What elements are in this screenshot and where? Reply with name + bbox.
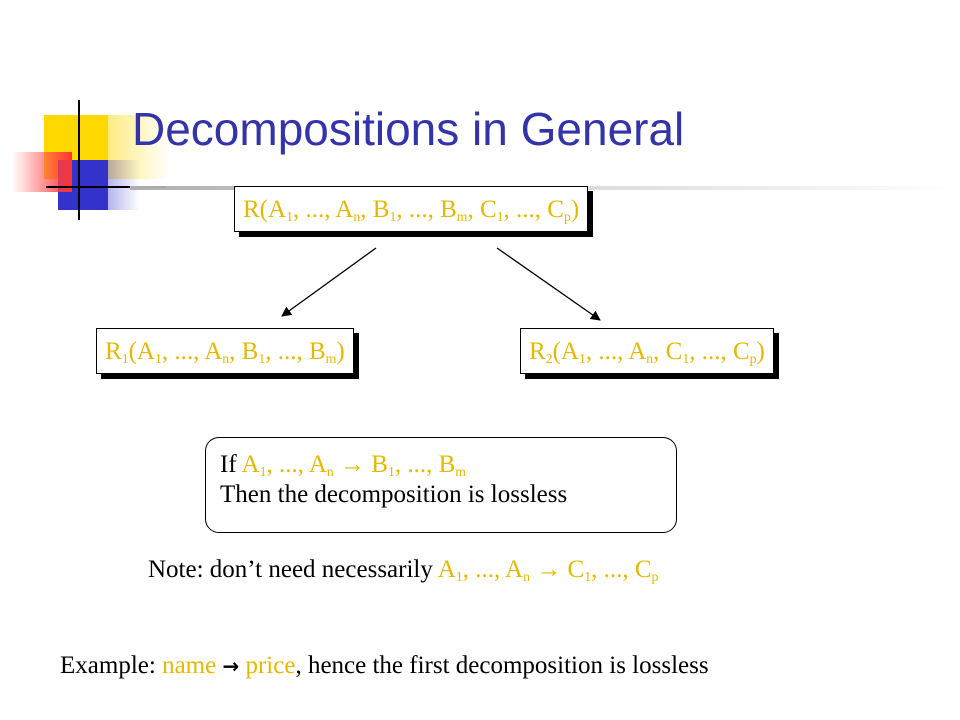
example-line: Example: name → price, hence the first d… (60, 652, 709, 680)
relation-r2-box: R2(A1, ..., An, C1, ..., Cp) (520, 328, 774, 374)
example-arrow: → (222, 654, 240, 678)
example-rhs: price (245, 652, 296, 679)
lossless-rule-box: If A1, ..., An → B1, ..., Bm Then the de… (205, 437, 677, 533)
rule-then-line: Then the decomposition is lossless (220, 481, 568, 508)
arrow-to-r2 (496, 247, 601, 321)
rule-if-condition: A1, ..., An → B1, ..., Bm (241, 451, 466, 480)
relation-r2-text: R2(A1, ..., An, C1, ..., Cp) (529, 338, 765, 367)
relation-r1-box: R1(A1, ..., An, B1, ..., Bm) (96, 328, 354, 374)
note-line: Note: don’t need necessarily A1, ..., An… (148, 556, 658, 584)
rule-if-label: If (220, 451, 237, 478)
decor-horizontal-line (46, 186, 166, 188)
relation-main-box: R(A1, ..., An, B1, ..., Bm, C1, ..., Cp) (234, 186, 589, 232)
rule-if-line: If A1, ..., An → B1, ..., Bm (220, 450, 676, 480)
slide-title: Decompositions in General (132, 103, 685, 155)
example-suffix: , hence the first decomposition is lossl… (295, 652, 709, 679)
decor-fade-yellow (100, 115, 170, 179)
note-condition: A1, ..., An → C1, ..., Cp (437, 556, 659, 585)
example-prefix: Example: (60, 652, 156, 679)
note-prefix: Note: don’t need necessarily (148, 556, 433, 583)
arrow-to-r1 (281, 247, 377, 317)
example-lhs: name (162, 652, 217, 679)
decor-bar-red (12, 152, 72, 192)
relation-r1-text: R1(A1, ..., An, B1, ..., Bm) (105, 338, 345, 367)
relation-main-text: R(A1, ..., An, B1, ..., Bm, C1, ..., Cp) (243, 196, 580, 225)
decor-vertical-line (78, 100, 80, 220)
